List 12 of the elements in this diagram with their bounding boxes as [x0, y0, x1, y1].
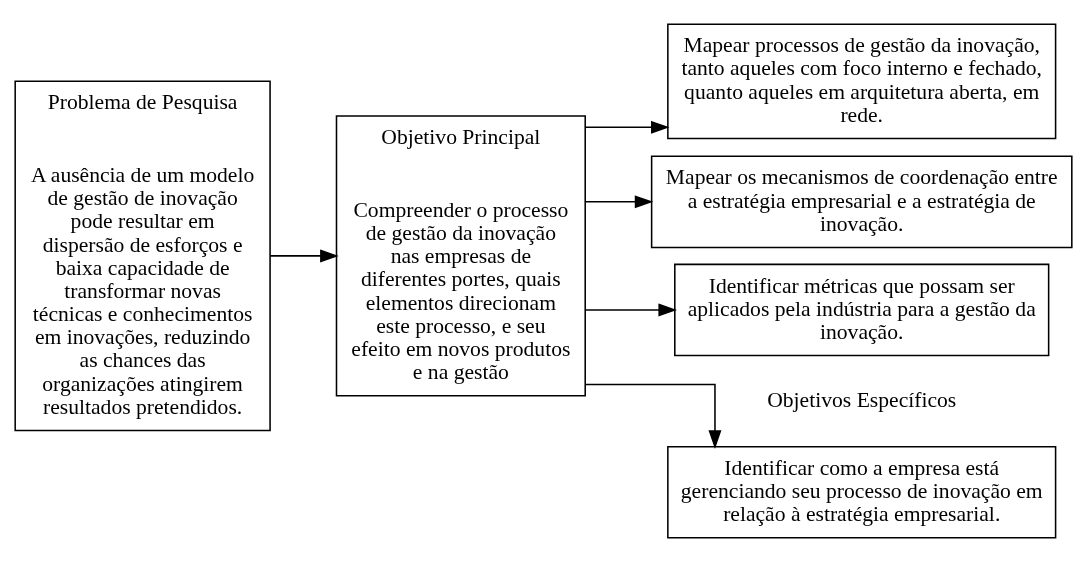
node-box: Identificar métricas que possam ser aplicados pela indústria para a gestão da inovação.	[674, 263, 1050, 356]
arrow	[269, 248, 339, 262]
arrow	[584, 383, 722, 449]
node-box: Mapear os mecanismos de coordenação entre a estratégia empresarial e a estratégia de inovação.	[650, 155, 1073, 248]
node-box: Mapear processos de gestão da inovação, tanto aqueles com foco interno e fechado, quanto aqueles em arquitetura aberta, em rede.	[667, 22, 1057, 139]
label: Objetivos Específicos	[767, 387, 957, 412]
node-box: Identificar como a empresa está gerenciando seu processo de inovação em relação à estratégia empresarial.	[667, 445, 1057, 539]
arrow	[584, 120, 670, 134]
node-box: Problema de Pesquisa A ausência de um modelo de gestão de inovação pode resultar em dispersão de esforços e baixa capacidade de transformar novas técnicas e conhecimentos em inovações, reduzindo as chances das organizações atingirem resultados pretendidos.	[14, 80, 271, 431]
arrow	[584, 194, 654, 208]
node-box: Objetivo Principal Compreender o processo de gestão da inovação nas empresas de diferentes portes, quais elementos direcionam este processo, e seu efeito em novos produtos e na gestão	[335, 114, 586, 396]
arrow	[584, 302, 677, 316]
